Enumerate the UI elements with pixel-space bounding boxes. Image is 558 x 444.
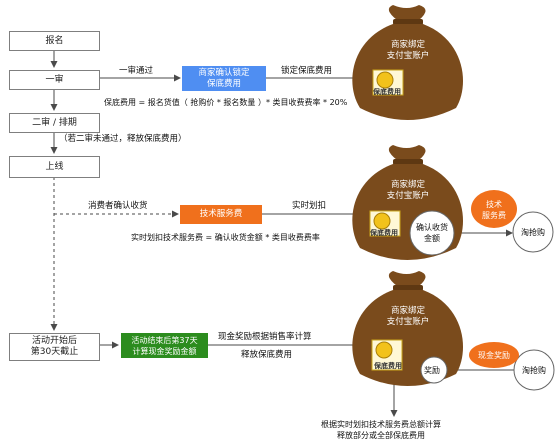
tag-tech-fee: 技术服务费 xyxy=(180,205,262,224)
deposit-badge-3: 保底费用 xyxy=(374,362,402,370)
deposit-badge-2: 保底费用 xyxy=(370,229,398,237)
confirm-amount-circle xyxy=(409,210,455,256)
label-reward-calc: 现金奖励根据销售率计算 xyxy=(218,332,312,342)
label-realtime-deduct: 实时划扣 xyxy=(292,201,327,211)
confirm-amount-label: 确认收货 金额 xyxy=(416,223,448,243)
label-release-deposit: 释放保底费用 xyxy=(241,350,293,360)
taoqianggou-circle-1 xyxy=(512,211,554,253)
label-tech-fee-formula: 实时划扣技术服务费 = 确认收货金额 * 类目收费费率 xyxy=(131,233,320,242)
label-second-fail: （若二审未通过，释放保底费用） xyxy=(59,134,187,144)
step-second-review: 二审 / 排期 xyxy=(9,113,100,133)
taoqianggou-label-2: 淘抢购 xyxy=(522,366,546,375)
step-first-review: 一审 xyxy=(9,70,100,90)
coin-icon-2 xyxy=(369,210,401,237)
step-after-30-days: 活动开始后 第30天截止 xyxy=(9,333,100,361)
cash-reward-right-label: 现金奖励 xyxy=(478,351,510,360)
step-online: 上线 xyxy=(9,156,100,178)
bag-1-title: 商家绑定 支付宝账户 xyxy=(386,40,430,61)
step-signup: 报名 xyxy=(9,31,100,51)
label-first-pass: 一审通过 xyxy=(119,66,154,76)
coin-icon-1 xyxy=(372,69,404,96)
money-bag-1 xyxy=(352,5,464,120)
reward-label: 奖励 xyxy=(424,366,440,375)
bag-3-title: 商家绑定 支付宝账户 xyxy=(386,306,430,327)
tag-lock-deposit: 商家确认锁定 保底费用 xyxy=(182,66,266,91)
taoqianggou-circle-2 xyxy=(513,349,555,391)
deposit-badge-1: 保底费用 xyxy=(373,88,401,96)
label-deposit-formula: 保底费用 = 报名货值（ 抢购价 * 报名数量 ）* 类目收费费率 * 20% xyxy=(104,98,348,107)
taoqianggou-label-1: 淘抢购 xyxy=(521,228,545,237)
tech-fee-right-label: 技术 服务费 xyxy=(482,200,506,220)
reward-circle xyxy=(420,356,448,384)
bag-2-title: 商家绑定 支付宝账户 xyxy=(386,180,430,201)
label-lock-fee: 锁定保底费用 xyxy=(281,66,333,76)
label-bottom-note: 根据实时划扣技术服务费总额计算 释放部分或全部保底费用 xyxy=(321,420,441,440)
label-consumer-confirm: 消费者确认收货 xyxy=(88,201,148,211)
coin-icon-3 xyxy=(371,339,403,371)
tech-fee-ellipse xyxy=(471,190,517,228)
tag-cash-reward: 活动结束后第37天 计算现金奖励金额 xyxy=(121,333,208,358)
cash-reward-ellipse xyxy=(469,342,519,368)
